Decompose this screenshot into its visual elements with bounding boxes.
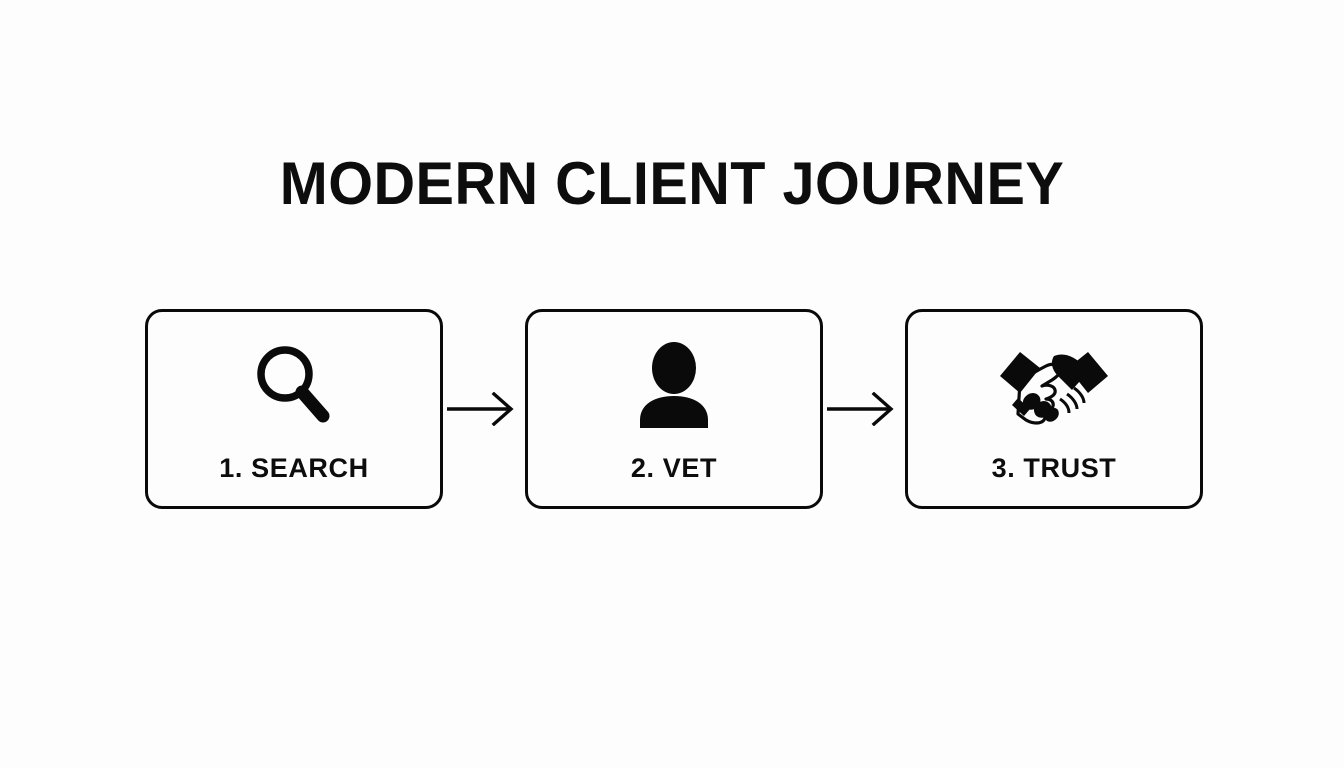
handshake-icon	[908, 340, 1200, 432]
arrow-right-icon	[443, 391, 525, 427]
step-card-search[interactable]: 1. SEARCH	[145, 308, 443, 509]
step-label: 3. TRUST	[991, 452, 1117, 483]
person-icon	[528, 340, 820, 432]
arrow-right-icon	[823, 391, 905, 427]
step-card-trust[interactable]: 3. TRUST	[905, 308, 1203, 509]
step-label: 1. SEARCH	[219, 452, 369, 483]
magnifier-icon	[148, 340, 440, 432]
client-journey-flow: 1. SEARCH 2. VET	[145, 308, 1203, 509]
step-label: 2. VET	[630, 452, 718, 483]
step-card-vet[interactable]: 2. VET	[525, 308, 823, 509]
page-title: MODERN CLIENT JOURNEY	[279, 150, 1065, 217]
